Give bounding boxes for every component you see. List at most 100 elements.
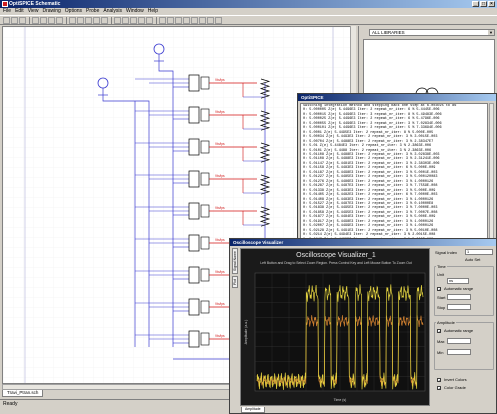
zoom-fit-icon[interactable]: [101, 16, 108, 24]
menu-probe[interactable]: Probe: [86, 8, 100, 14]
component-block: [200, 268, 210, 282]
wire-tool-icon[interactable]: [114, 16, 121, 24]
menu-drawing[interactable]: Drawing: [42, 8, 61, 14]
tab-amplitude[interactable]: Amplitude: [241, 407, 265, 413]
log-line: 0: 5.01917 Z(e) 5.4498E3 Iter: 2 repeat_…: [303, 219, 434, 224]
log-vertical-scrollbar[interactable]: [489, 103, 494, 251]
log-title: OptiSPICE: [301, 95, 324, 100]
oscilloscope-plot-area[interactable]: Oscilloscope Visualizer_1 Left Button an…: [240, 248, 430, 406]
print-icon[interactable]: [32, 16, 39, 24]
menu-edit[interactable]: Edit: [15, 8, 24, 14]
resistor-symbol: [259, 142, 271, 163]
oscilloscope-side-tabs: Signal Name Plot: [232, 248, 240, 406]
resistor-symbol: [259, 174, 271, 195]
chevron-down-icon[interactable]: ▼: [488, 30, 494, 35]
voltage-source-2[interactable]: [97, 77, 109, 96]
log-line: 0: 5.01408 Z(e) 5.4483E3 Iter: 2 repeat_…: [303, 197, 434, 202]
oscilloscope-title: Oscilloscope Visualizer: [233, 240, 284, 245]
wire-label: Vtx/lps: [215, 142, 225, 146]
layers-icon[interactable]: [207, 16, 214, 24]
log-line: 0: 5.01 Z(e) 5.4484E3 Iter: 2 repeat_nr_…: [303, 144, 432, 149]
zoom-in-icon[interactable]: [85, 16, 92, 24]
component-block: [200, 108, 210, 122]
log-line: 0: 5.01527 Z(e) 5.4487E3 Iter: 2 repeat_…: [303, 201, 434, 206]
redo-icon[interactable]: [77, 16, 84, 24]
max-field[interactable]: [447, 338, 471, 344]
run-simulation-icon[interactable]: [175, 16, 182, 24]
main-title-bar: OptiSPICE Schematic _ □ ×: [0, 0, 497, 8]
minimize-button[interactable]: _: [472, 1, 479, 7]
copy-icon[interactable]: [48, 16, 55, 24]
log-line: 0: 5.01227 Z(e) 5.4485E3 Iter: 2 repeat_…: [303, 175, 438, 180]
min-field[interactable]: [447, 349, 471, 355]
max-label: Max: [437, 339, 445, 344]
stop-simulation-icon[interactable]: [183, 16, 190, 24]
oscilloscope-instructions: Left Button and Drag to Select Zoom Regi…: [260, 261, 412, 265]
stop-field[interactable]: [447, 304, 471, 310]
paste-icon[interactable]: [56, 16, 63, 24]
open-file-icon[interactable]: [11, 16, 18, 24]
log-line: 0: 5.01187 Z(e) 5.4498E3 Iter: 2 repeat_…: [303, 170, 438, 175]
log-line: 0: 5.01838 Z(e) 5.4495E3 Iter: 2 repeat_…: [303, 206, 438, 211]
tab-plot[interactable]: Plot: [232, 276, 238, 289]
resistor-symbol: [259, 110, 271, 131]
component-block: [200, 236, 210, 250]
toolbar: [0, 15, 497, 25]
component-block: [188, 170, 200, 188]
settings-icon[interactable]: [191, 16, 198, 24]
toolbar-separator: [111, 16, 112, 24]
tab-signal-name[interactable]: Signal Name: [232, 248, 238, 275]
library-select[interactable]: ALL LIBRARIES ▼: [369, 29, 495, 36]
unit-label: Unit: [437, 272, 445, 277]
save-icon[interactable]: [19, 16, 26, 24]
window-controls: _ □ ×: [472, 1, 495, 7]
text-tool-icon[interactable]: [138, 16, 145, 24]
close-button[interactable]: ×: [488, 1, 495, 7]
pointer-tool-icon[interactable]: [130, 16, 137, 24]
sheet-tab[interactable]: Travi_Ptran.sch: [2, 390, 44, 397]
start-label: Start: [437, 295, 446, 300]
component-tool-icon[interactable]: [146, 16, 153, 24]
component-block: [200, 332, 210, 346]
color-grade-label: Color Grade: [444, 385, 466, 390]
menu-analysis[interactable]: Analysis: [103, 8, 122, 14]
oscilloscope-title-bar: Oscilloscope Visualizer: [230, 239, 496, 246]
menu-options[interactable]: Options: [64, 8, 83, 14]
component-block: [188, 266, 200, 284]
log-title-bar: OptiSPICE: [298, 94, 496, 101]
undo-icon[interactable]: [69, 16, 76, 24]
auto-range-amplitude-checkbox[interactable]: ✓: [437, 329, 442, 334]
probe-icon[interactable]: [159, 16, 166, 24]
menu-view[interactable]: View: [27, 8, 39, 14]
menu-file[interactable]: File: [3, 8, 12, 14]
maximize-button[interactable]: □: [480, 1, 487, 7]
resistor-symbol: [259, 78, 271, 99]
auto-range-time-checkbox[interactable]: ✓: [437, 287, 442, 292]
component-block: [188, 330, 200, 348]
oscilloscope-heading: Oscilloscope Visualizer_1: [296, 252, 376, 259]
auto-range-amplitude-label: Automatic range: [444, 328, 474, 333]
invert-colors-label: Invert Colors: [444, 377, 467, 382]
menu-help[interactable]: Help: [147, 8, 159, 14]
component-block: [188, 234, 200, 252]
new-file-icon[interactable]: [3, 16, 10, 24]
ground-icon[interactable]: [167, 16, 174, 24]
start-field[interactable]: [447, 294, 471, 300]
signal-index-field[interactable]: 1: [465, 249, 493, 255]
cut-icon[interactable]: [40, 16, 47, 24]
unit-select[interactable]: ns: [447, 278, 469, 284]
zoom-out-icon[interactable]: [93, 16, 100, 24]
bus-tool-icon[interactable]: [122, 16, 129, 24]
grid-icon[interactable]: [199, 16, 206, 24]
log-line: 0: 5.00034 Z(e) 5.4493E3 Iter: 2 repeat_…: [303, 135, 438, 140]
invert-colors-checkbox[interactable]: ✓: [437, 378, 442, 383]
wire-label: Vtx/lps: [215, 334, 225, 338]
help-icon[interactable]: [215, 16, 222, 24]
app-logo-icon: [2, 1, 8, 7]
log-line: 0: 5.000005 Z(e) 5.4496E3 Iter: 2 repeat…: [303, 108, 440, 113]
log-line: 0: 5.01158 Z(e) 5.4483E3 Iter: 2 repeat_…: [303, 166, 436, 171]
log-line: 0: 5.01147 Z(e) 5.4481E3 Iter: 2 repeat_…: [303, 161, 440, 166]
menu-window[interactable]: Window: [125, 8, 144, 14]
color-grade-checkbox[interactable]: ✓: [437, 386, 442, 391]
oscilloscope-controls: Signal Index 1 Auto Set Time Unit ns ✓ A…: [433, 248, 496, 408]
